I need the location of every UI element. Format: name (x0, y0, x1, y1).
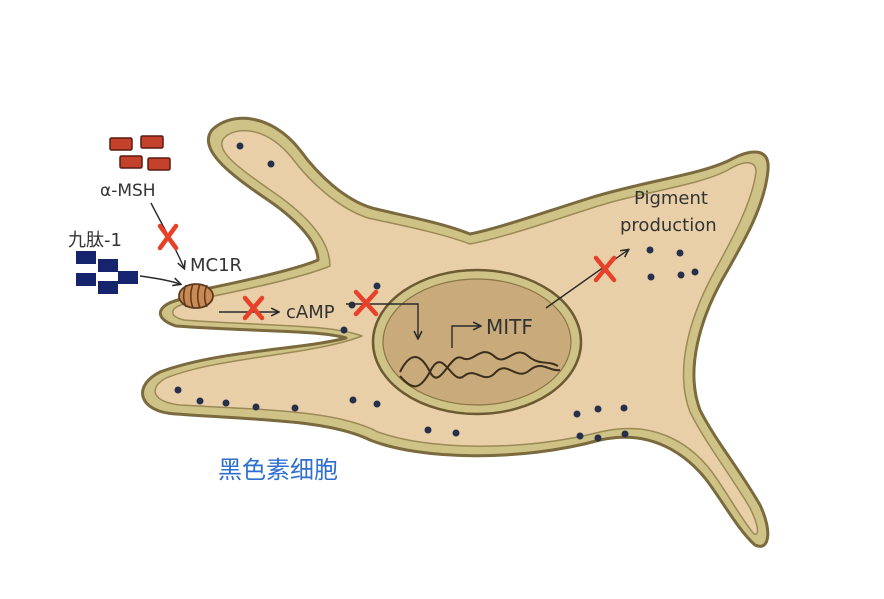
alpha-msh-blocks (109, 135, 171, 171)
arrow-camp-to-dna (346, 303, 418, 338)
label-cell-name: 黑色素细胞 (218, 456, 338, 484)
red-x-icon (353, 289, 379, 317)
dna-helix-strand-a (399, 351, 559, 379)
nonapeptide-blocks (76, 251, 138, 294)
mc1r-receptor-icon (178, 283, 214, 309)
label-mc1r: MC1R (190, 255, 242, 276)
label-mitf: MITF (486, 315, 533, 339)
label-nonapeptide: 九肽-1 (68, 230, 122, 251)
red-x-icon (593, 255, 617, 283)
dna-helix-strand-b (399, 361, 561, 388)
arrow-nonapeptide-to-mc1r (139, 275, 180, 284)
label-camp: cAMP (286, 302, 335, 323)
red-x-icon (242, 295, 265, 321)
label-pigment-line1: Pigment (634, 188, 708, 209)
arrow-dna-to-mitf (451, 326, 480, 348)
label-pigment-line2: production (620, 215, 717, 236)
red-x-icon (157, 223, 179, 251)
inhibit-marks (157, 223, 617, 321)
pigment-granules (174, 142, 699, 442)
label-alpha-msh: α-MSH (100, 181, 156, 201)
